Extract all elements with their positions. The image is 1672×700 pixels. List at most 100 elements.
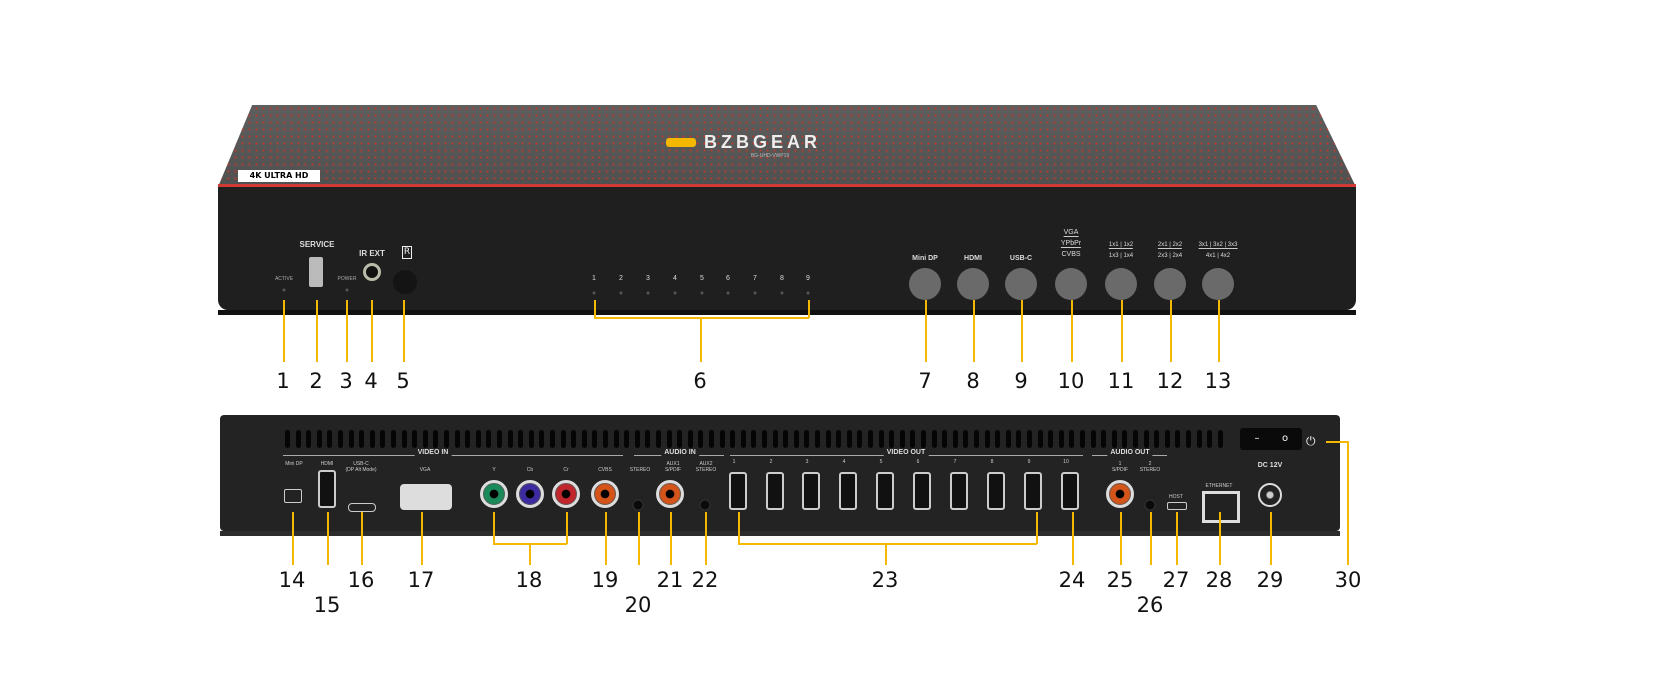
callout-17: 17 (407, 568, 435, 592)
hdmi-out-port-7[interactable] (950, 472, 968, 510)
aux1-port[interactable] (656, 480, 684, 508)
aux2-jack[interactable] (699, 499, 711, 511)
callout-line (316, 300, 318, 362)
hdmi-out-port-5[interactable] (876, 472, 894, 510)
vent-slot (857, 430, 863, 448)
usbc-port[interactable] (348, 503, 376, 512)
hdmi-out-port-8[interactable] (987, 472, 1005, 510)
vga-port[interactable] (400, 484, 452, 510)
vent-slot (889, 430, 895, 448)
vent-slot (1101, 430, 1107, 448)
mini-dp-port[interactable] (284, 489, 302, 503)
callout-4: 4 (364, 369, 378, 393)
usbc-sub-label: (DP Alt Mode) (345, 467, 377, 473)
callout-20: 20 (624, 593, 652, 617)
hdmi-out-port-1[interactable] (729, 472, 747, 510)
brand-logo-icon (666, 138, 696, 147)
vent-slot (316, 430, 322, 448)
4k-badge: 4K ULTRA HD (238, 170, 320, 182)
dc-power-jack[interactable] (1258, 483, 1282, 507)
vent-slot (921, 430, 926, 448)
callout-line (421, 512, 423, 565)
vent-slot (804, 430, 810, 448)
switch-off-mark: – (1254, 433, 1260, 444)
led-number-label: 9 (806, 275, 810, 282)
output-number-label: 4 (842, 459, 846, 465)
front-panel-base (218, 310, 1356, 315)
hdmi-out-port-2[interactable] (766, 472, 784, 510)
front-button-6[interactable] (1154, 268, 1186, 300)
audio-out-1-port[interactable] (1106, 480, 1134, 508)
vent-slot (793, 430, 799, 448)
ir-ext-jack[interactable] (363, 263, 381, 281)
callout-line (594, 300, 596, 318)
input-led (700, 291, 704, 295)
input-led (592, 291, 596, 295)
cvbs-port[interactable] (591, 480, 619, 508)
vent-slot (751, 430, 757, 448)
aux2-label: AUX2 (699, 461, 713, 467)
vent-slot (391, 430, 396, 448)
ethernet-port[interactable] (1202, 491, 1240, 523)
hdmi-out-port-3[interactable] (802, 472, 820, 510)
callout-line (700, 318, 702, 362)
callout-27: 27 (1162, 568, 1190, 592)
usb-service-port[interactable] (309, 257, 323, 287)
led-number-label: 6 (726, 275, 730, 282)
front-button-4[interactable] (1055, 268, 1087, 300)
output-number-label: 1 (732, 459, 736, 465)
vent-slot (825, 430, 831, 448)
input-led (673, 291, 677, 295)
output-number-label: 7 (953, 459, 957, 465)
hdmi-out-port-4[interactable] (839, 472, 857, 510)
y-port[interactable] (480, 480, 508, 508)
callout-line (361, 512, 363, 565)
output-number-label: 5 (879, 459, 883, 465)
model-number: BG-UHD-VWP19 (750, 153, 790, 159)
hdmi-out-port-10[interactable] (1061, 472, 1079, 510)
usb-host-port[interactable] (1167, 502, 1187, 510)
front-button-1[interactable] (909, 268, 941, 300)
hdmi-out-port-9[interactable] (1024, 472, 1042, 510)
vent-slot (327, 430, 333, 448)
output-number-label: 10 (1063, 459, 1069, 465)
video-in-label: VIDEO IN (414, 449, 452, 456)
callout-line (738, 543, 1037, 545)
front-button-5[interactable] (1105, 268, 1137, 300)
audio-out-1-label: 1 (1118, 461, 1122, 467)
vent-slot (698, 430, 704, 448)
callout-8: 8 (966, 369, 980, 393)
led-number-label: 2 (619, 275, 623, 282)
ir-ext-label: IR EXT (359, 249, 385, 258)
power-switch[interactable] (1240, 428, 1302, 450)
callout-29: 29 (1256, 568, 1284, 592)
vent-slot (963, 430, 969, 448)
front-button-2[interactable] (957, 268, 989, 300)
callout-line (371, 300, 373, 362)
switch-on-mark: o (1281, 433, 1289, 444)
callout-22: 22 (691, 568, 719, 592)
button-label: USB-C (1009, 255, 1033, 262)
output-number-label: 2 (769, 459, 773, 465)
callout-9: 9 (1014, 369, 1028, 393)
stereo-in-jack[interactable] (632, 499, 644, 511)
callout-line (403, 300, 405, 362)
button-label: CVBS (1061, 251, 1081, 258)
callout-line (973, 300, 975, 362)
host-label: HOST (1169, 494, 1183, 500)
audio-out-2-jack[interactable] (1144, 499, 1156, 511)
button-label: Mini DP (912, 255, 938, 262)
audio-out-2-sub: STEREO (1139, 467, 1161, 473)
front-button-7[interactable] (1202, 268, 1234, 300)
cvbs-label: CVBS (598, 467, 612, 473)
hdmi-in-port[interactable] (318, 470, 336, 508)
callout-line (1326, 441, 1348, 443)
cr-port[interactable] (552, 480, 580, 508)
front-button-3[interactable] (1005, 268, 1037, 300)
hdmi-out-port-6[interactable] (913, 472, 931, 510)
video-out-label: VIDEO OUT (883, 449, 929, 456)
callout-24: 24 (1058, 568, 1086, 592)
callout-28: 28 (1205, 568, 1233, 592)
cb-port[interactable] (516, 480, 544, 508)
output-number-label: 6 (916, 459, 920, 465)
